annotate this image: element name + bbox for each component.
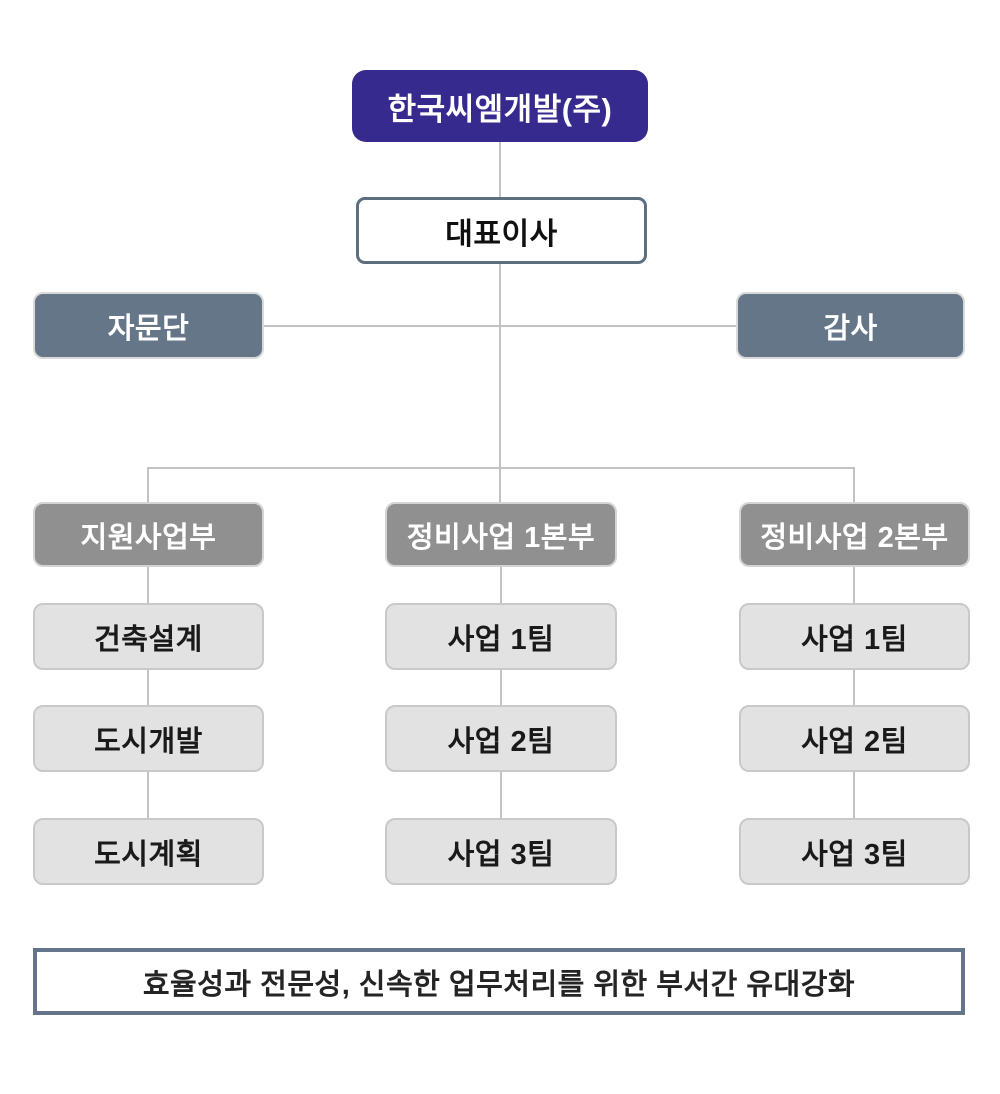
connector-col0-c [147,772,149,818]
connector-company-ceo [499,142,501,197]
connector-col2-b [853,670,855,705]
team-box: 건축설계 [33,603,264,670]
connector-col0-b [147,670,149,705]
team-box: 사업 3팀 [739,818,970,885]
ceo-box: 대표이사 [356,197,647,264]
division-header-maintenance-2: 정비사업 2본부 [739,502,970,567]
advisory-box: 자문단 [33,292,264,359]
team-box: 사업 2팀 [739,705,970,772]
team-box: 사업 2팀 [385,705,617,772]
connector-division-branch [147,467,855,469]
company-box: 한국씨엠개발(주) [352,70,648,142]
connector-drop-division-2 [853,467,855,503]
auditor-box: 감사 [736,292,965,359]
connector-ceo-trunk [499,264,501,503]
team-box: 도시개발 [33,705,264,772]
team-box: 도시계획 [33,818,264,885]
connector-drop-division-0 [147,467,149,503]
connector-advisory-auditor [264,325,736,327]
division-header-maintenance-1: 정비사업 1본부 [385,502,617,567]
connector-col1-a [500,567,502,603]
connector-col2-c [853,772,855,818]
team-box: 사업 1팀 [385,603,617,670]
connector-col1-c [500,772,502,818]
connector-col2-a [853,567,855,603]
division-header-support: 지원사업부 [33,502,264,567]
team-box: 사업 3팀 [385,818,617,885]
connector-col1-b [500,670,502,705]
footer-slogan: 효율성과 전문성, 신속한 업무처리를 위한 부서간 유대강화 [33,948,965,1015]
connector-col0-a [147,567,149,603]
team-box: 사업 1팀 [739,603,970,670]
